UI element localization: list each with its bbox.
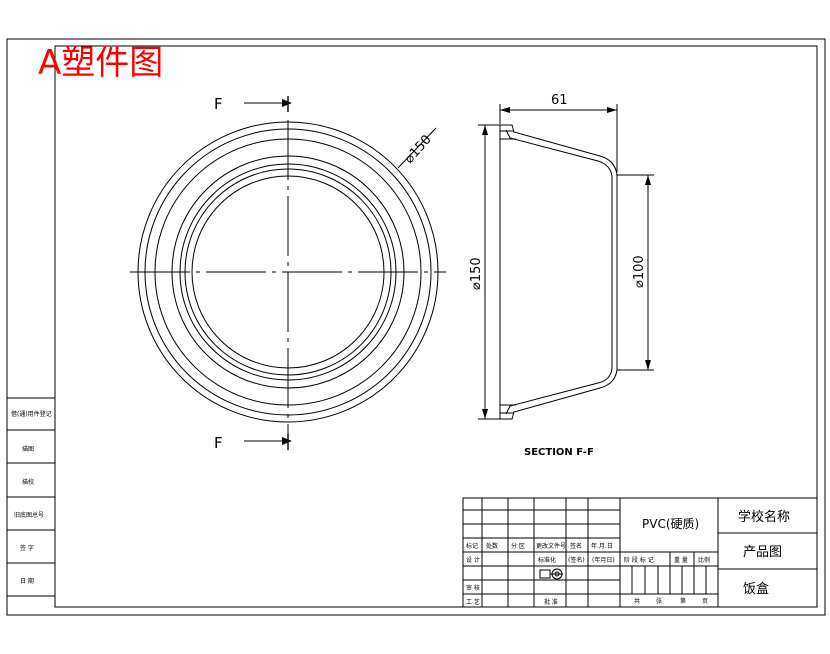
left-label-2: 旧底图总号: [14, 511, 44, 519]
section-arrow-bottom-head: [282, 437, 292, 445]
section-marker-bottom: F: [214, 434, 292, 452]
left-label-4: 签 字: [20, 544, 34, 552]
front-view: ⌀150: [130, 120, 446, 440]
change-header-2: 处数: [486, 542, 498, 550]
dim-150-arrow-top: [482, 125, 488, 135]
left-small-label-2: 描校: [22, 478, 34, 486]
view-label-bottom: F: [214, 434, 223, 452]
part-name: 饭盒: [743, 581, 769, 597]
sign-label: (签名): [568, 556, 585, 564]
section-label: SECTION F-F: [524, 447, 594, 458]
left-small-label-1: 描图: [22, 445, 34, 453]
footer-sheets: 张: [656, 597, 662, 605]
section-outer-profile: [499, 124, 618, 420]
dim-61-text: 61: [551, 93, 568, 108]
left-registry-column: 借(通)用件登记 描图 描校 旧底图总号 签 字 日 期: [7, 397, 55, 597]
date-label: (年月日): [592, 556, 615, 564]
row-label-process: 工 艺: [466, 598, 480, 606]
dim-61-arrow-left: [500, 107, 510, 113]
section-arrow-top-head: [282, 99, 292, 107]
change-header-3: 分 区: [511, 542, 525, 550]
std-label: 标准化: [538, 556, 556, 564]
left-label-5: 日 期: [20, 577, 34, 585]
product-name: 产品图: [743, 545, 782, 560]
left-label-1: 借(通)用件登记: [11, 410, 52, 418]
material-text: PVC(硬质): [642, 517, 699, 531]
row-label-review: 审 核: [466, 584, 480, 592]
front-diameter-label: ⌀150: [402, 132, 435, 166]
approve-label: 批 准: [544, 598, 558, 606]
section-marker-top: F: [214, 95, 292, 113]
dim-100-arrow-top: [645, 175, 651, 185]
section-view: 61 ⌀150 ⌀100: [469, 93, 654, 420]
view-label-top: F: [214, 95, 223, 113]
change-header-5: 签名: [570, 542, 582, 550]
footer-no: 第: [680, 597, 686, 605]
drawing-frame: [54, 45, 818, 608]
dim-150-text: ⌀150: [469, 257, 484, 290]
change-header-6: 年.月.日: [591, 542, 613, 550]
school-name: 学校名称: [738, 509, 790, 525]
projection-symbol-icon: [539, 568, 563, 580]
diameter-leader: [397, 127, 437, 169]
change-header-4: 更改文件号: [536, 542, 566, 550]
section-inner-profile: [505, 129, 613, 415]
stage-header-1: 阶 段 标 记: [624, 556, 654, 564]
footer-page: 页: [702, 598, 708, 605]
sheet-title: A塑件图: [38, 43, 163, 83]
dim-100-text: ⌀100: [632, 255, 647, 288]
sheet-outer-border: [6, 38, 826, 616]
change-header-1: 标记: [466, 542, 478, 550]
row-label-design: 设 计: [466, 556, 480, 564]
dim-150-arrow-bottom: [482, 409, 488, 419]
dim-100-arrow-bottom: [645, 360, 651, 370]
stage-header-3: 比例: [698, 556, 710, 564]
footer-total: 共: [634, 597, 640, 605]
stage-header-2: 重 量: [674, 556, 688, 564]
dim-61-arrow-right: [607, 107, 617, 113]
title-block: 标记 处数 分 区 更改文件号 签名 年.月.日 设 计 标准化 (签名) (年…: [462, 497, 818, 608]
